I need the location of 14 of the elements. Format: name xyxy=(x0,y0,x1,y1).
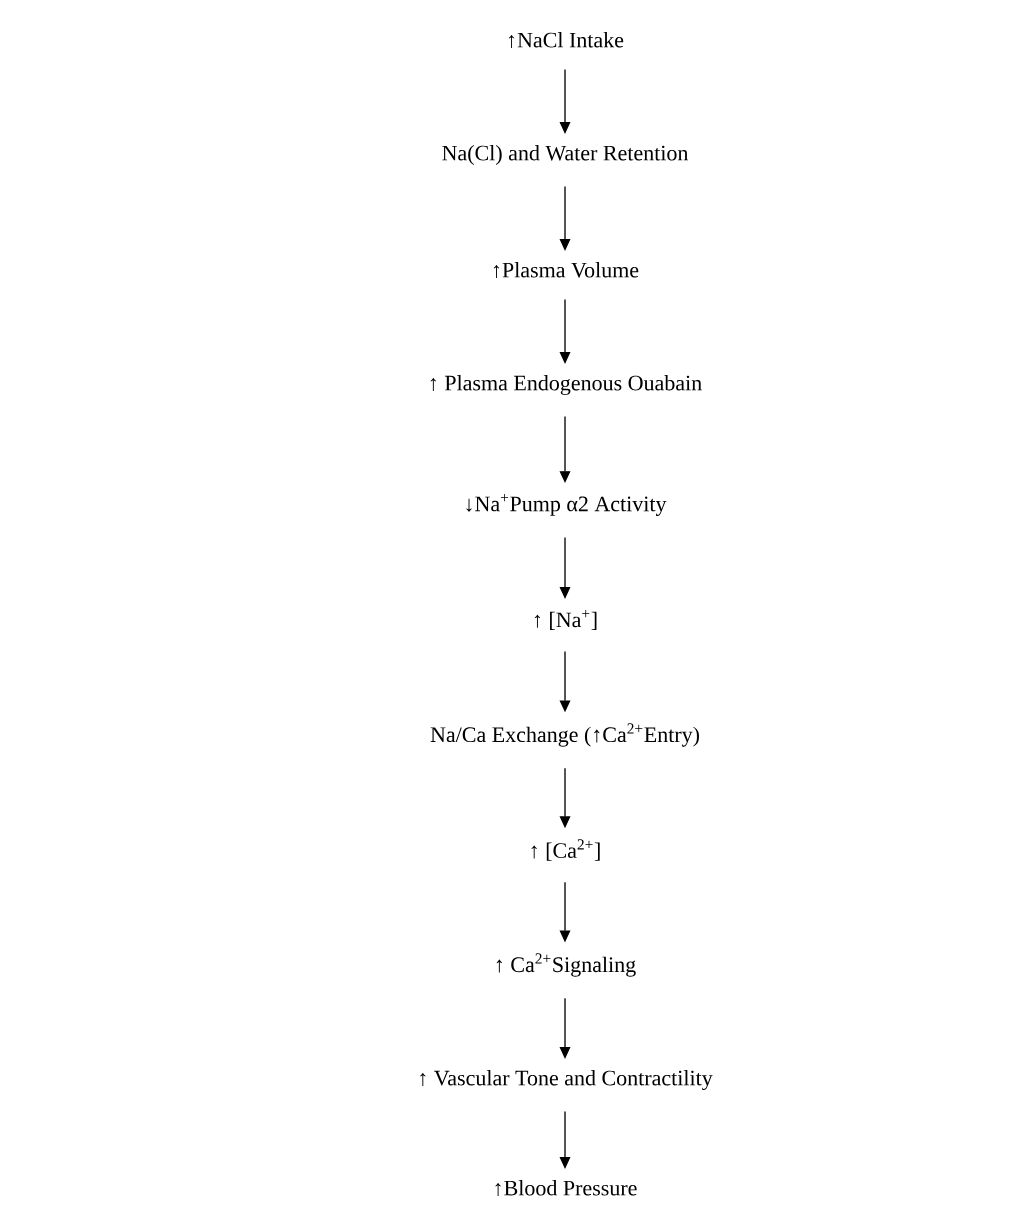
step-text: ↑Plasma Volume xyxy=(493,262,639,278)
step-text: ↑Blood Pressure xyxy=(495,1180,637,1196)
step-text: ↑ [Na$^{+}$] xyxy=(534,610,597,630)
step-text: ↑ [Ca$^{2+}$] xyxy=(531,839,600,861)
arrow xyxy=(559,536,571,599)
arrow xyxy=(559,298,571,364)
step-text: ↑ Plasma Endogenous Ouabain xyxy=(430,375,702,395)
step-text: ↓Na$^{+}$Pump α2 Activity xyxy=(466,494,667,516)
step-text: ↑ Vascular Tone and Contractility xyxy=(420,1070,713,1090)
step-text: ↑NaCl Intake xyxy=(509,32,624,48)
step-text: Na(Cl) and Water Retention xyxy=(442,145,689,165)
step-text: ↑ Ca$^{2+}$Signaling xyxy=(496,953,636,977)
step-text: Na/Ca Exchange (↑Ca$^{2+}$Entry) xyxy=(430,723,699,747)
arrow xyxy=(559,997,571,1059)
